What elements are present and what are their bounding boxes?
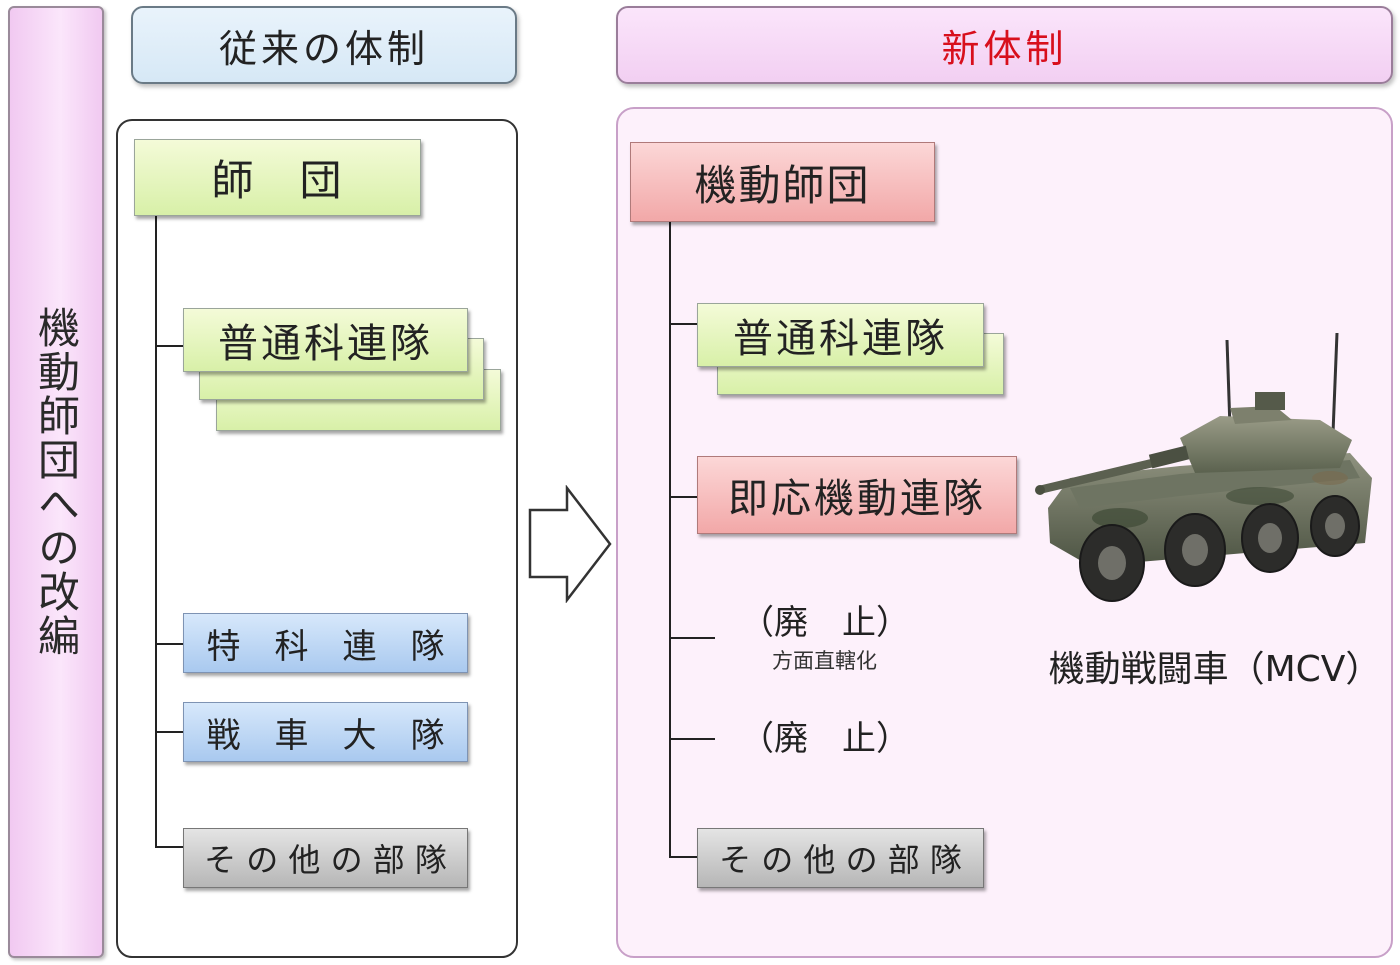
new-division-box: 機動師団 bbox=[630, 142, 935, 222]
old-branch-tank bbox=[155, 731, 185, 733]
old-division-box: 師 団 bbox=[134, 139, 421, 216]
new-infantry-regiment-box: 普通科連隊 bbox=[697, 303, 984, 367]
transition-arrow-icon bbox=[528, 485, 612, 603]
old-infantry-regiment-box: 普通科連隊 bbox=[183, 308, 468, 372]
new-branch-abolished-1 bbox=[669, 637, 715, 639]
old-other-units-box: そ の 他 の 部 隊 bbox=[183, 828, 468, 888]
old-system-panel bbox=[116, 119, 518, 958]
new-tree-trunk bbox=[669, 222, 671, 858]
mcv-vehicle-image bbox=[1035, 332, 1372, 602]
abolished-special-label: （廃 止） bbox=[740, 603, 910, 643]
new-other-units-box: そ の 他 の 部 隊 bbox=[697, 828, 984, 888]
old-branch-special bbox=[155, 643, 185, 645]
rapid-deployment-regiment-box: 即応機動連隊 bbox=[697, 456, 1017, 534]
old-branch-others bbox=[155, 846, 185, 848]
old-special-regiment-box: 特 科 連 隊 bbox=[183, 613, 468, 673]
old-tank-battalion-box: 戦 車 大 隊 bbox=[183, 702, 468, 762]
new-branch-abolished-2 bbox=[669, 738, 715, 740]
old-tree-trunk bbox=[155, 216, 157, 848]
old-branch-infantry bbox=[155, 345, 185, 347]
abolished-special-note: 方面直轄化 bbox=[772, 649, 877, 673]
new-branch-others bbox=[669, 856, 699, 858]
abolished-tank-label: （廃 止） bbox=[740, 719, 910, 759]
side-title-banner: 機動師団への改編 bbox=[8, 6, 104, 958]
new-system-header: 新体制 bbox=[616, 6, 1393, 84]
new-branch-rapid bbox=[669, 496, 699, 498]
old-system-header: 従来の体制 bbox=[131, 6, 517, 84]
new-branch-infantry bbox=[669, 323, 699, 325]
mcv-vehicle-label: 機動戦闘車（MCV） bbox=[1048, 649, 1382, 690]
side-title-text: 機動師団への改編 bbox=[31, 306, 81, 658]
